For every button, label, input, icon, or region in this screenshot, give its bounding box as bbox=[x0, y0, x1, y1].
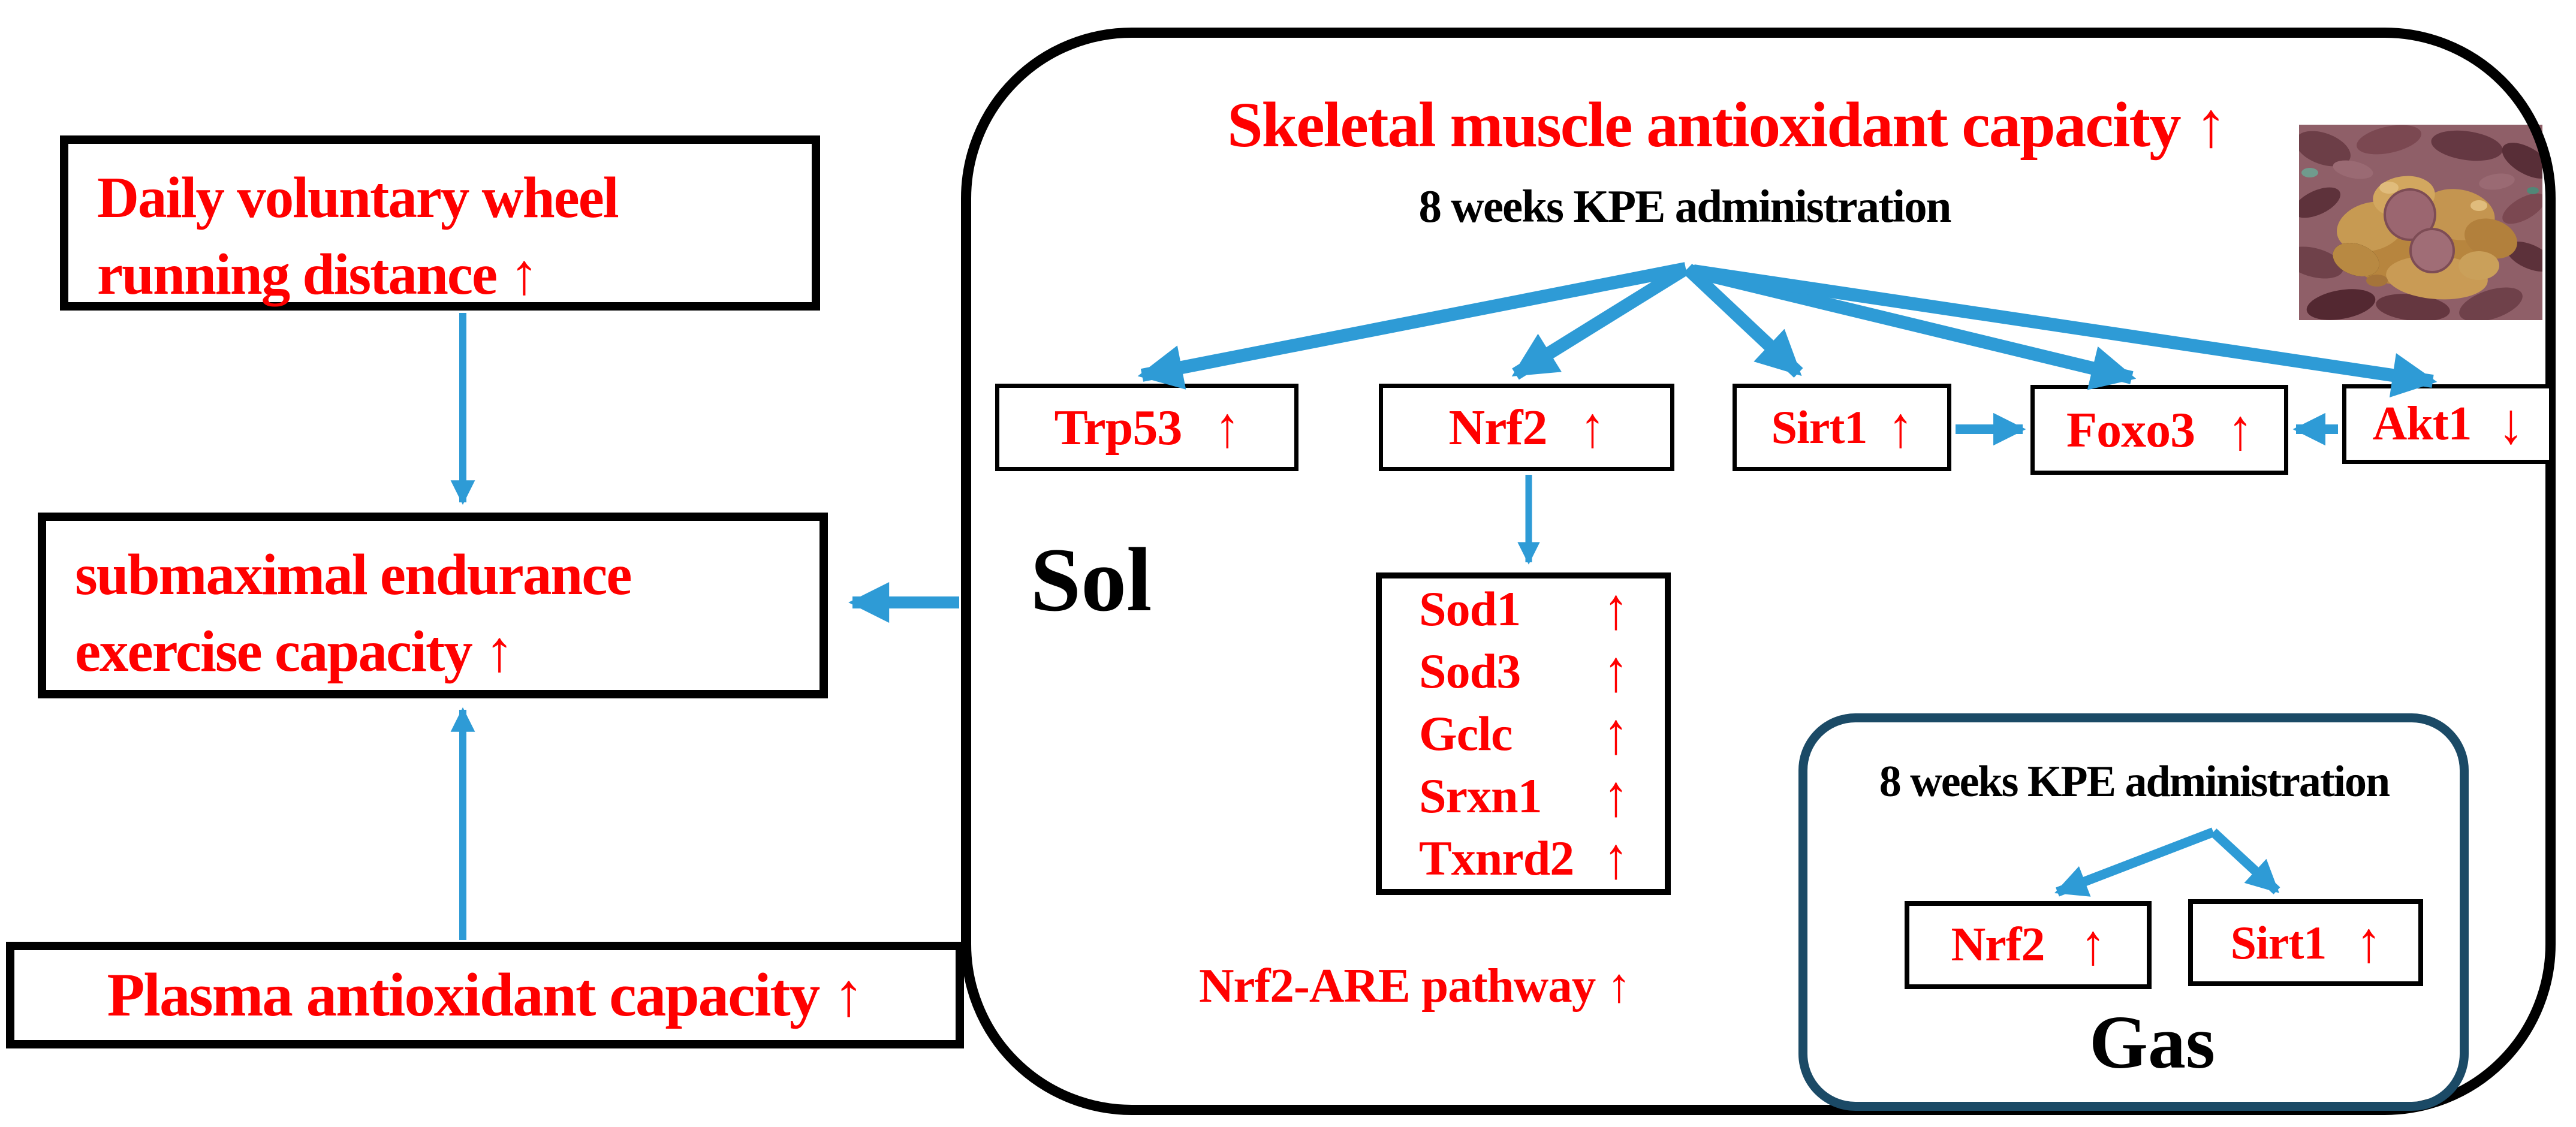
daily-wheel-line1: Daily voluntary wheel bbox=[97, 165, 619, 230]
gene-label-txnrd2: Txnrd2 bbox=[1419, 831, 1574, 885]
down-arrow-akt1: ↓ bbox=[2498, 392, 2523, 456]
nrf2-target-genes-box: Sod1 ↑ Sod3 ↑ Gclc ↑ Srxn1 ↑ Txnrd2 ↑ bbox=[1376, 572, 1671, 895]
submaximal-endurance-box: submaximal endurance exercise capacity ↑ bbox=[38, 513, 828, 698]
gene-row-gclc: Gclc ↑ bbox=[1419, 701, 1628, 766]
gene-label-nrf2: Nrf2 bbox=[1448, 399, 1548, 456]
daily-wheel-box: Daily voluntary wheel running distance ↑ bbox=[60, 135, 820, 311]
gas-label: Gas bbox=[2089, 1001, 2216, 1084]
up-arrow-sod1: ↑ bbox=[1604, 575, 1628, 641]
sol-kpe-admin-label: 8 weeks KPE administration bbox=[1418, 180, 1951, 232]
gas-gene-label-sirt1: Sirt1 bbox=[2230, 916, 2327, 969]
gene-box-akt1: Akt1 ↓ bbox=[2342, 384, 2553, 464]
gas-muscle-container bbox=[1798, 713, 2469, 1111]
gene-label-foxo3: Foxo3 bbox=[2066, 402, 2195, 458]
daily-wheel-line2: running distance ↑ bbox=[97, 242, 539, 306]
up-arrow-trp53: ↑ bbox=[1215, 395, 1240, 460]
gas-up-arrow-nrf2: ↑ bbox=[2080, 913, 2105, 977]
gene-label-gclc: Gclc bbox=[1419, 706, 1513, 761]
up-arrow-txnrd2: ↑ bbox=[1604, 825, 1628, 891]
up-arrow-foxo3: ↑ bbox=[2228, 397, 2253, 462]
plasma-antioxidant-label: Plasma antioxidant capacity ↑ bbox=[107, 961, 864, 1029]
up-arrow-sirt1: ↑ bbox=[1888, 395, 1913, 460]
gene-label-srxn1: Srxn1 bbox=[1419, 769, 1542, 823]
gene-row-sod1: Sod1 ↑ bbox=[1419, 576, 1628, 641]
up-arrow-gclc: ↑ bbox=[1604, 700, 1628, 766]
up-arrow-sod3: ↑ bbox=[1604, 638, 1628, 704]
gene-row-sod3: Sod3 ↑ bbox=[1419, 638, 1628, 704]
submaximal-line2: exercise capacity ↑ bbox=[75, 619, 514, 683]
plasma-antioxidant-box: Plasma antioxidant capacity ↑ bbox=[6, 942, 964, 1048]
gene-label-sirt1: Sirt1 bbox=[1771, 401, 1868, 453]
gene-label-sod1: Sod1 bbox=[1419, 581, 1521, 636]
gas-gene-box-sirt1: Sirt1 ↑ bbox=[2188, 899, 2423, 986]
gas-gene-box-nrf2: Nrf2 ↑ bbox=[1905, 901, 2152, 989]
gene-box-foxo3: Foxo3 ↑ bbox=[2030, 385, 2288, 475]
up-arrow-nrf2: ↑ bbox=[1580, 395, 1605, 460]
nrf2-are-pathway-label: Nrf2-ARE pathway ↑ bbox=[1199, 959, 1631, 1013]
gas-kpe-admin-label: 8 weeks KPE administration bbox=[1879, 757, 2390, 806]
figure-title: Skeletal muscle antioxidant capacity ↑ bbox=[1227, 90, 2227, 161]
up-arrow-srxn1: ↑ bbox=[1604, 763, 1628, 828]
gene-label-akt1: Akt1 bbox=[2372, 397, 2472, 450]
gene-box-nrf2: Nrf2 ↑ bbox=[1379, 384, 1674, 471]
gas-gene-label-nrf2: Nrf2 bbox=[1951, 918, 2045, 971]
gene-row-txnrd2: Txnrd2 ↑ bbox=[1419, 825, 1628, 891]
gene-box-sirt1: Sirt1 ↑ bbox=[1733, 384, 1951, 471]
gas-up-arrow-sirt1: ↑ bbox=[2356, 911, 2381, 975]
gene-label-trp53: Trp53 bbox=[1054, 399, 1183, 456]
gene-label-sod3: Sod3 bbox=[1419, 644, 1521, 698]
gene-box-trp53: Trp53 ↑ bbox=[995, 384, 1298, 471]
submaximal-line1: submaximal endurance bbox=[75, 543, 632, 607]
sol-label: Sol bbox=[1030, 529, 1152, 630]
gene-row-srxn1: Srxn1 ↑ bbox=[1419, 763, 1628, 828]
